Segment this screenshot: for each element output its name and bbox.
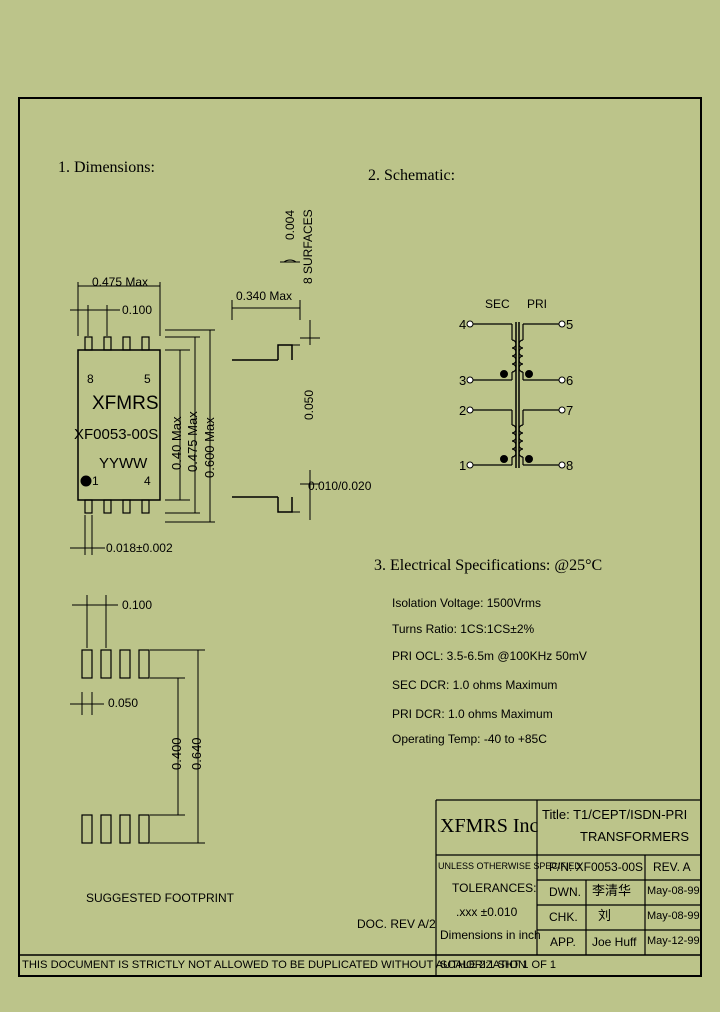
- ic-top-pins: [84, 336, 150, 351]
- dim-lead-height: 0.050: [302, 389, 316, 420]
- footprint-top-pads: [81, 649, 150, 679]
- fp-400-label: 0.400: [169, 737, 184, 770]
- tb-part-number: P/N: XF0053-00S: [549, 860, 644, 874]
- dim-pin-width: 0.018±0.002: [106, 541, 173, 555]
- chip-part-number: XF0053-00S: [74, 426, 159, 443]
- tb-tolerance-value: .xxx ±0.010: [456, 905, 518, 919]
- tb-tolerances: TOLERANCES:: [452, 881, 537, 895]
- footprint-bottom-pads: [81, 814, 150, 844]
- schematic-pin7: 7: [566, 403, 574, 418]
- dim-surfaces: 8 SURFACES: [301, 209, 315, 284]
- tb-chk-signature: 刘: [598, 908, 612, 923]
- drawing-frame: [18, 97, 702, 977]
- tb-title-line1: Title: T1/CEPT/ISDN-PRI: [542, 807, 688, 822]
- schematic-pin6: 6: [566, 373, 574, 388]
- chip-pin1: 1: [92, 474, 99, 488]
- title-block-lines: [18, 799, 702, 977]
- tb-dimensions-unit: Dimensions in inch: [440, 928, 541, 942]
- fp-pad-width-label: 0.050: [108, 696, 139, 710]
- tb-company: XFMRS Inc: [440, 815, 539, 837]
- section-schematic-heading: 2. Schematic:: [368, 167, 456, 184]
- fp-pitch-label: 0.100: [122, 598, 153, 612]
- fp-640-label: 0.640: [189, 737, 204, 770]
- schematic-pin2: 2: [459, 403, 467, 418]
- dim-pitch-top: 0.100: [122, 303, 153, 317]
- chip-brand: XFMRS: [92, 393, 159, 414]
- dim-coplanarity: 0.004: [283, 209, 297, 240]
- ic-bottom-pins: [84, 499, 150, 514]
- tb-app-label: APP.: [550, 935, 576, 949]
- tb-chk-label: CHK.: [549, 910, 578, 924]
- schematic-pin4: 4: [459, 317, 467, 332]
- chip-date-code: YYWW: [99, 455, 148, 472]
- dim-width-max: 0.475 Max: [92, 275, 149, 289]
- dim-height-max: 0.340 Max: [236, 289, 293, 303]
- section-electrical-heading: 3. Electrical Specifications: @25°C: [374, 557, 603, 574]
- tb-dwn-date: May-08-99: [647, 885, 700, 897]
- footprint-caption: SUGGESTED FOOTPRINT: [86, 891, 235, 905]
- tb-dwn-signature: 李清华: [592, 883, 632, 898]
- pin1-dot: [80, 475, 92, 487]
- spec-isolation: Isolation Voltage: 1500Vrms: [392, 596, 541, 610]
- schematic-lines: [472, 322, 560, 468]
- copyright-notice: THIS DOCUMENT IS STRICTLY NOT ALLOWED TO…: [22, 959, 527, 971]
- tb-title-line2: TRANSFORMERS: [580, 829, 690, 844]
- schematic-pin1: 1: [459, 458, 467, 473]
- dim-body-0475: 0.475 Max: [185, 411, 200, 472]
- tb-scale: SCALE 2:1 SHT 1 OF 1: [440, 959, 556, 971]
- tb-revision: REV. A: [653, 860, 691, 874]
- tb-app-date: May-12-99: [647, 935, 700, 947]
- dim-body-0600: 0.600 Max: [202, 417, 217, 478]
- schematic-pin3: 3: [459, 373, 467, 388]
- schematic-pin5: 5: [566, 317, 574, 332]
- chip-pin5: 5: [144, 372, 151, 386]
- spec-turns-ratio: Turns Ratio: 1CS:1CS±2%: [392, 622, 535, 636]
- chip-pin4: 4: [144, 474, 151, 488]
- tb-unless: UNLESS OTHERWISE SPECIFIED: [438, 861, 581, 871]
- schematic-sec-label: SEC: [485, 297, 510, 311]
- tb-dwn-label: DWN.: [549, 885, 581, 899]
- spec-pri-dcr: PRI DCR: 1.0 ohms Maximum: [392, 707, 553, 721]
- schematic-pin8: 8: [566, 458, 574, 473]
- chip-pin8: 8: [87, 372, 94, 386]
- doc-revision: DOC. REV A/2: [357, 917, 436, 931]
- dim-lead-thickness: 0.010/0.020: [308, 479, 372, 493]
- tb-chk-date: May-08-99: [647, 910, 700, 922]
- ic-body: [77, 349, 161, 501]
- section-dimensions-heading: 1. Dimensions:: [58, 159, 155, 176]
- tb-app-name: Joe Huff: [592, 935, 637, 949]
- schematic-pri-label: PRI: [527, 297, 548, 311]
- spec-sec-dcr: SEC DCR: 1.0 ohms Maximum: [392, 678, 558, 692]
- spec-operating-temp: Operating Temp: -40 to +85C: [392, 732, 547, 746]
- spec-pri-ocl: PRI OCL: 3.5-6.5m @100KHz 50mV: [392, 649, 587, 663]
- dim-body-040: 0.40 Max: [169, 416, 184, 470]
